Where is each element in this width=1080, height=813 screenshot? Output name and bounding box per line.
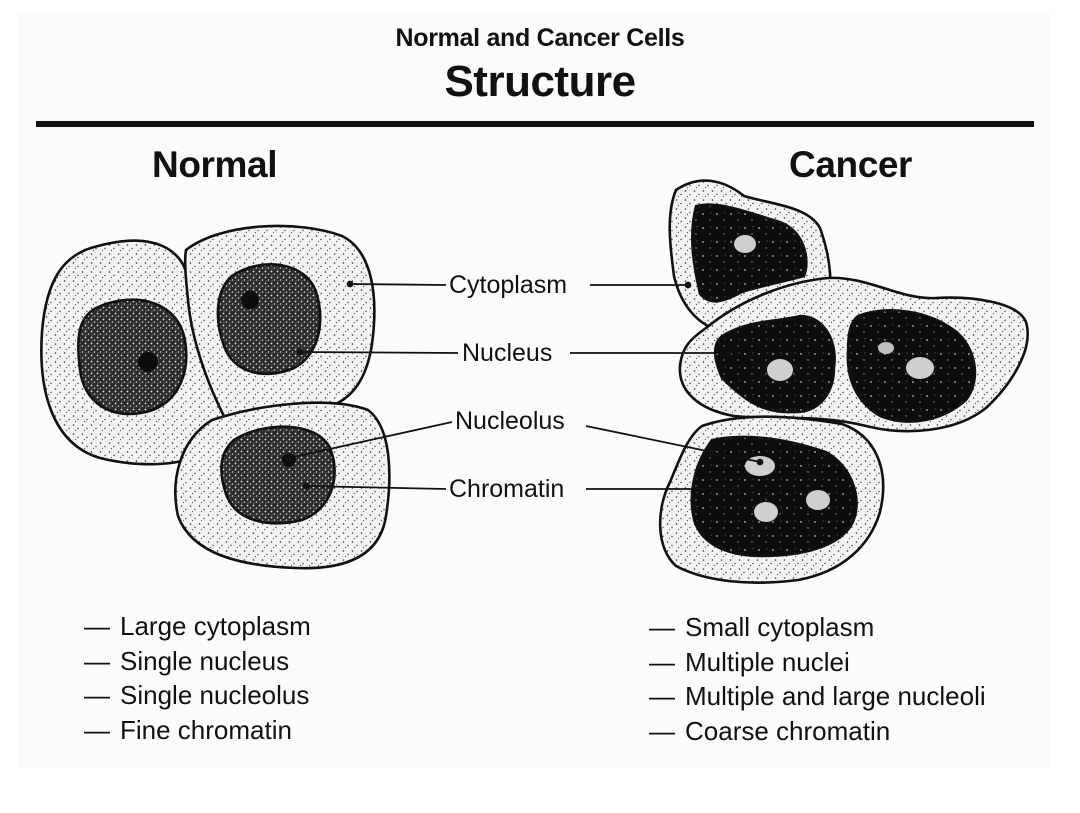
label-nucleolus: Nucleolus xyxy=(453,406,567,436)
cancer-nucleolus-bottom-3 xyxy=(754,502,778,522)
normal-cell-top xyxy=(183,224,376,426)
leader-nucleolus-normal xyxy=(288,421,453,459)
cancer-nucleolus-bottom-2 xyxy=(806,490,830,510)
cancer-cell-middle xyxy=(678,276,1029,433)
cancer-nucleus-top xyxy=(691,203,808,303)
leader-nucleolus-cancer xyxy=(585,425,761,463)
list-item: —Coarse chromatin xyxy=(649,715,891,746)
label-nucleus: Nucleus xyxy=(460,338,555,368)
list-item: —Single nucleus xyxy=(84,645,290,676)
cancer-nucleus-bottom xyxy=(690,435,858,558)
cancer-nucleolus-middle-left xyxy=(767,359,793,381)
normal-nucleolus-left xyxy=(138,352,158,372)
normal-traits-list: —Large cytoplasm —Single nucleus —Single… xyxy=(84,609,311,747)
list-item: —Multiple and large nucleoli xyxy=(649,681,986,711)
cancer-nucleolus-middle-right xyxy=(906,357,934,379)
normal-cell-bottom xyxy=(174,401,391,570)
normal-column-title: Normal xyxy=(152,144,278,185)
leader-cytoplasm-normal xyxy=(349,283,447,286)
leader-chromatin-normal xyxy=(305,485,447,490)
label-cytoplasm: Cytoplasm xyxy=(447,270,570,300)
label-chromatin: Chromatin xyxy=(447,474,567,504)
leader-nucleus-normal xyxy=(299,351,459,354)
normal-nucleus-top xyxy=(216,263,322,376)
list-item: —Multiple nuclei xyxy=(649,646,850,677)
list-item: —Fine chromatin xyxy=(84,714,292,745)
cancer-nucleolus-top xyxy=(734,235,756,253)
figure-subtitle: Normal and Cancer Cells xyxy=(395,24,685,52)
normal-nucleus-left xyxy=(77,298,188,416)
list-item: —Single nucleolus xyxy=(84,680,310,710)
list-item: —Small cytoplasm xyxy=(649,612,875,642)
list-item: —Large cytoplasm xyxy=(84,611,311,641)
cancer-column-title: Cancer xyxy=(789,144,913,185)
cancer-traits-list: —Small cytoplasm —Multiple nuclei —Multi… xyxy=(649,610,986,748)
leader-lines xyxy=(285,280,764,493)
normal-nucleus-bottom xyxy=(220,425,336,525)
figure-title: Structure xyxy=(444,57,636,106)
cancer-cell-bottom xyxy=(658,415,885,584)
title-divider xyxy=(36,121,1034,127)
normal-nucleolus-top xyxy=(241,291,259,309)
